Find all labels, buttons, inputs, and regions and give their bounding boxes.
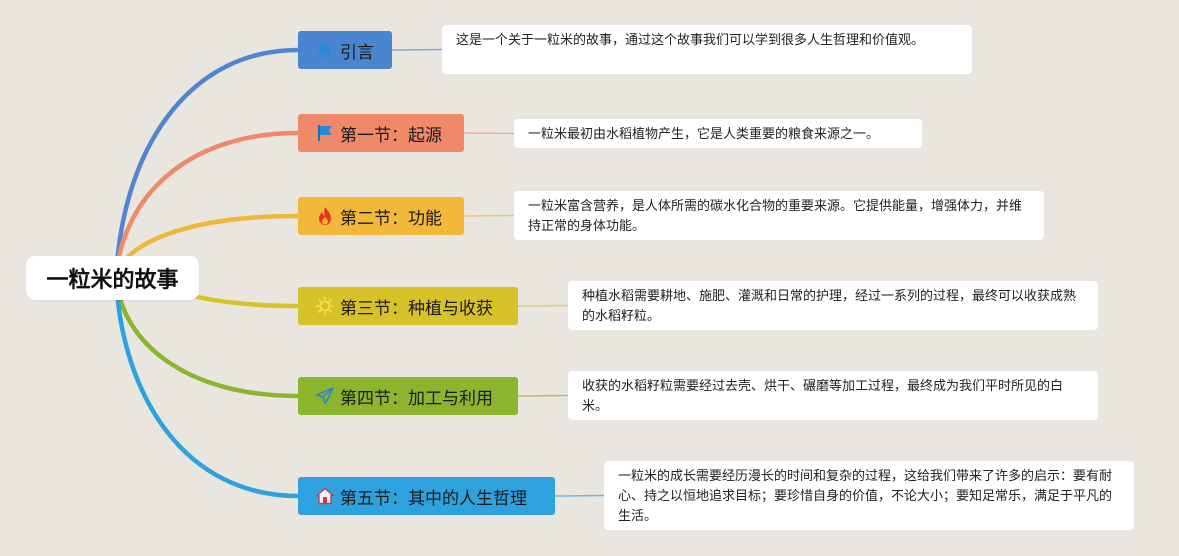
fire-icon xyxy=(314,205,336,227)
flag-icon xyxy=(314,122,336,144)
topic-introduction[interactable]: 引言 xyxy=(298,31,392,69)
topic-label: 第五节：其中的人生哲理 xyxy=(340,488,527,509)
note-introduction: 这是一个关于一粒米的故事，通过这个故事我们可以学到很多人生哲理和价值观。 xyxy=(442,25,972,74)
home-icon xyxy=(314,39,336,61)
topic-section-1-origin[interactable]: 第一节：起源 xyxy=(298,114,464,152)
house-icon xyxy=(314,485,336,507)
topic-section-3-planting-harvest[interactable]: 第三节：种植与收获 xyxy=(298,287,518,325)
note-section-3: 种植水稻需要耕地、施肥、灌溉和日常的护理，经过一系列的过程，最终可以收获成熟的水… xyxy=(568,281,1098,330)
topic-label: 引言 xyxy=(340,42,374,63)
root-topic[interactable]: 一粒米的故事 xyxy=(26,256,199,300)
branch-connector xyxy=(113,275,301,499)
note-section-1: 一粒米最初由水稻植物产生，它是人类重要的粮食来源之一。 xyxy=(514,119,922,148)
topic-label: 第三节：种植与收获 xyxy=(340,298,493,319)
topic-section-5-life-philosophy[interactable]: 第五节：其中的人生哲理 xyxy=(298,477,555,515)
note-connector xyxy=(517,304,569,307)
note-section-2: 一粒米富含营养，是人体所需的碳水化合物的重要来源。它提供能量，增强体力，并维持正… xyxy=(514,191,1044,240)
note-section-4: 收获的水稻籽粒需要经过去壳、烘干、碾磨等加工过程，最终成为我们平时所见的白米。 xyxy=(568,371,1098,420)
branch-connector xyxy=(113,130,301,281)
note-connector xyxy=(463,132,515,135)
note-connector xyxy=(391,48,443,51)
paper-plane-icon xyxy=(314,385,336,407)
note-connector xyxy=(463,214,515,217)
topic-section-2-function[interactable]: 第二节：功能 xyxy=(298,197,464,235)
sun-icon xyxy=(314,295,336,317)
topic-label: 第四节：加工与利用 xyxy=(340,388,493,409)
branch-connector xyxy=(113,47,301,281)
topic-label: 第二节：功能 xyxy=(340,208,442,229)
note-section-5: 一粒米的成长需要经历漫长的时间和复杂的过程，这给我们带来了许多的启示：要有耐心、… xyxy=(604,461,1134,530)
branch-connector xyxy=(113,275,301,399)
note-connector xyxy=(517,394,569,397)
topic-label: 第一节：起源 xyxy=(340,125,442,146)
note-connector xyxy=(554,494,605,497)
topic-section-4-processing-use[interactable]: 第四节：加工与利用 xyxy=(298,377,518,415)
